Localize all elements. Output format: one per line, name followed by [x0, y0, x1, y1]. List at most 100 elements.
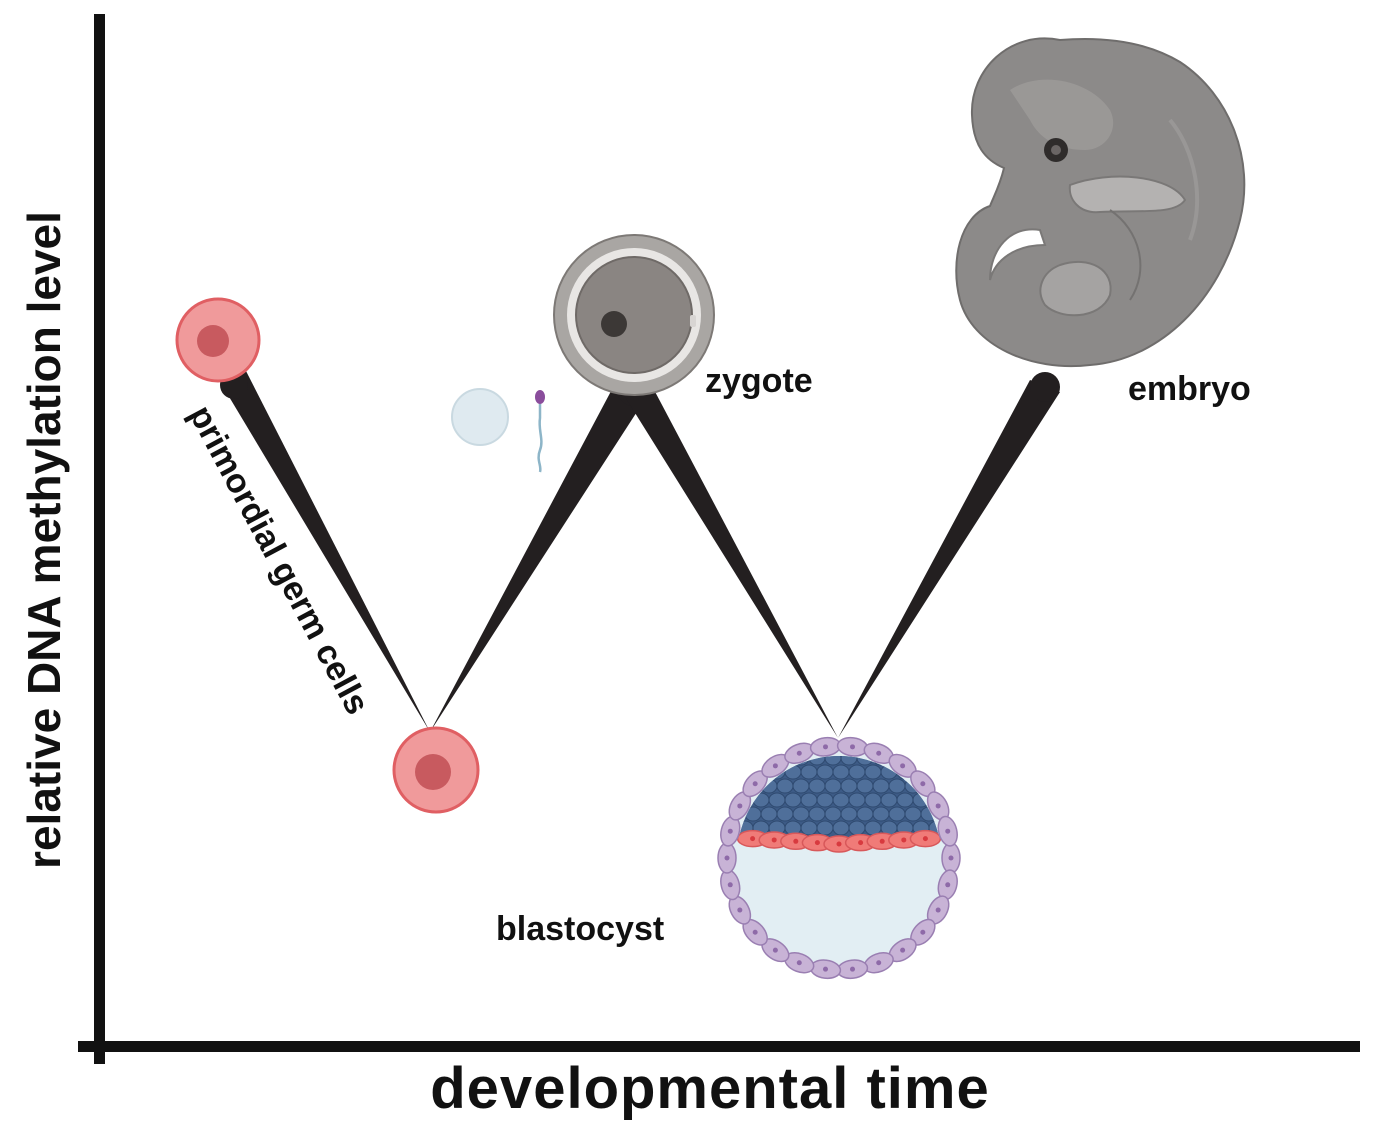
icm-cell — [888, 806, 906, 822]
icm-cell — [945, 765, 961, 779]
icm-cell — [792, 778, 810, 794]
hypoblast-nucleus — [922, 836, 928, 842]
icm-cell — [800, 764, 818, 780]
hypoblast-nucleus — [814, 840, 820, 846]
icm-cell — [856, 806, 874, 822]
trophectoderm-nucleus — [737, 907, 743, 913]
label-embryo: embryo — [1128, 370, 1251, 408]
icm-cell — [800, 792, 818, 808]
icm-cell — [936, 778, 941, 794]
x-axis-line — [78, 1041, 1360, 1052]
y-axis-line — [94, 14, 105, 1064]
hypoblast-nucleus — [858, 840, 864, 846]
hypoblast-nucleus — [879, 838, 885, 844]
trophectoderm-nucleus — [900, 947, 906, 953]
icm-cell — [904, 806, 922, 822]
label-zygote: zygote — [705, 362, 813, 400]
trophectoderm-nucleus — [945, 828, 951, 834]
trophectoderm-nucleus — [935, 803, 941, 809]
icm-cell — [744, 756, 762, 766]
trophectoderm-nucleus — [900, 763, 906, 769]
wedge-embryo-cap — [1030, 372, 1060, 402]
trophectoderm-nucleus — [876, 960, 882, 966]
trophectoderm-nucleus — [822, 744, 828, 750]
hypoblast-nucleus — [793, 838, 799, 844]
icm-cell — [840, 806, 858, 822]
icm-cell — [832, 820, 850, 836]
icm-cell — [848, 820, 866, 836]
trophectoderm-nucleus — [920, 929, 926, 935]
trophectoderm-nucleus — [935, 907, 941, 913]
icm-cell — [920, 756, 938, 766]
trophectoderm-nucleus — [850, 744, 856, 750]
trophectoderm-nucleus — [796, 960, 802, 966]
icm-cell — [816, 792, 834, 808]
icm-cell — [832, 792, 850, 808]
trophectoderm-nucleus — [772, 763, 778, 769]
trophectoderm-nucleus — [948, 855, 954, 861]
trophectoderm-nucleus — [796, 750, 802, 756]
embryo-icon — [955, 37, 1246, 367]
icm-cell — [856, 778, 874, 794]
icm-cell — [800, 820, 818, 836]
icm-cell — [936, 756, 941, 766]
oocyte-icon — [451, 388, 509, 446]
trophectoderm-nucleus — [752, 781, 758, 787]
icm-cell — [760, 806, 778, 822]
trophectoderm-nucleus — [737, 803, 743, 809]
wedge-germline-remethylation — [430, 378, 651, 732]
icm-cell — [737, 756, 746, 766]
icm-cell — [864, 792, 882, 808]
hypoblast-nucleus — [771, 837, 777, 843]
label-blastocyst: blastocyst — [496, 910, 665, 948]
germ-cell-bottom-icon — [392, 726, 480, 814]
trophectoderm-nucleus — [876, 750, 882, 756]
icm-cell — [808, 778, 826, 794]
trophectoderm-nucleus — [727, 828, 733, 834]
wedge-pgc-demethylation — [222, 371, 430, 732]
x-axis-label: developmental time — [430, 1056, 990, 1121]
icm-cell — [880, 792, 898, 808]
icm-cell — [776, 806, 794, 822]
icm-cell — [776, 778, 794, 794]
wedge-embryo-remethylation — [838, 380, 1060, 738]
trophectoderm-nucleus — [945, 882, 951, 888]
icm-cell — [816, 820, 834, 836]
trophectoderm-nucleus — [724, 855, 730, 861]
icm-cell — [768, 792, 786, 808]
icm-cell — [784, 792, 802, 808]
icm-cell — [848, 764, 866, 780]
icm-cell — [848, 792, 866, 808]
sperm-icon — [535, 390, 545, 473]
icm-cell — [872, 778, 890, 794]
hypoblast-nucleus — [750, 836, 756, 842]
icm-cell — [832, 764, 850, 780]
icm-cell — [864, 764, 882, 780]
icm-cell — [824, 806, 842, 822]
blastocyst-icon — [717, 736, 961, 980]
trophectoderm-nucleus — [850, 966, 856, 972]
icm-cell — [928, 764, 941, 780]
icm-cell — [896, 792, 914, 808]
icm-cell — [824, 778, 842, 794]
icm-cell — [840, 778, 858, 794]
methylation-trajectory — [220, 370, 1060, 738]
trophectoderm-nucleus — [822, 966, 828, 972]
wedge-zygote-demethylation — [622, 386, 838, 738]
hypoblast-nucleus — [901, 837, 907, 843]
trophectoderm-nucleus — [920, 781, 926, 787]
icm-cell — [888, 778, 906, 794]
icm-cell — [816, 764, 834, 780]
trophectoderm-nucleus — [752, 929, 758, 935]
trophectoderm-nucleus — [727, 882, 733, 888]
y-axis-label: relative DNA methylation level — [18, 211, 70, 869]
zygote-icon — [553, 234, 715, 396]
icm-cell — [808, 806, 826, 822]
hypoblast-nucleus — [836, 841, 842, 847]
germ-cell-icon — [175, 297, 261, 383]
icm-cell — [792, 806, 810, 822]
icm-cell — [872, 806, 890, 822]
trophectoderm-nucleus — [772, 947, 778, 953]
